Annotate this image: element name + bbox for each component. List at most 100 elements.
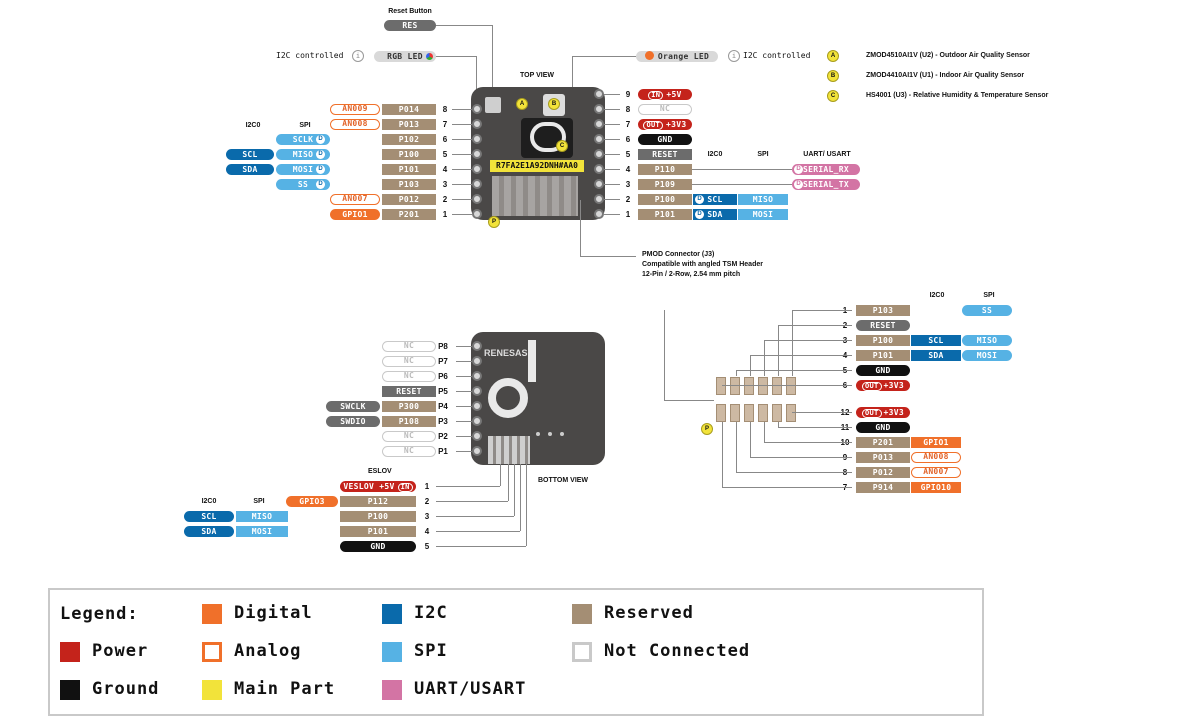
- pmod-spi-header: SPI: [983, 292, 995, 299]
- pin-label: NC: [382, 371, 436, 382]
- pin-number: P5: [438, 387, 448, 396]
- pmod-label: OUT+3V3: [856, 380, 910, 391]
- debug-label: SWDIO: [326, 416, 380, 427]
- pin-number: 7: [625, 120, 631, 129]
- d-marker: D: [316, 180, 325, 189]
- renesas-logo: RENESAS: [484, 348, 528, 358]
- legend-label: Reserved: [604, 603, 694, 623]
- pmod-label: P013: [856, 452, 910, 463]
- i2c-label: SCL: [911, 335, 961, 346]
- legend-swatch: [382, 604, 402, 624]
- pin-number: P8: [438, 342, 448, 351]
- pin-label: RESET: [638, 149, 692, 160]
- sensor-a-marker: A: [516, 98, 528, 110]
- pin-number: 1: [442, 210, 448, 219]
- spi-label: MOSI: [962, 350, 1012, 361]
- legend-swatch: [572, 604, 592, 624]
- port-label: P201: [382, 209, 436, 220]
- power-tag: IN: [648, 91, 664, 100]
- i2c-label: SDA: [226, 164, 274, 175]
- eslov-title: ESLOV: [368, 468, 392, 475]
- pin-number: 4: [625, 165, 631, 174]
- legend-label: UART/USART: [414, 679, 527, 699]
- pin-number: 4: [424, 527, 430, 536]
- pin-number: 2: [424, 497, 430, 506]
- pin-label: P108: [382, 416, 436, 427]
- rgb-color-icon: [426, 53, 433, 60]
- pin-number: 6: [442, 135, 448, 144]
- top-right-spi-header: SPI: [757, 151, 769, 158]
- top-right-uart-header: UART/ USART: [803, 151, 851, 158]
- debug-label: SWCLK: [326, 401, 380, 412]
- legend-label: Not Connected: [604, 641, 751, 661]
- power-tag: OUT: [861, 382, 882, 391]
- spi-label: SCLK: [276, 134, 330, 145]
- pin-number: 9: [625, 90, 631, 99]
- eslov-spi-header: SPI: [253, 498, 265, 505]
- i2c-label: SDA: [693, 209, 737, 220]
- pmod-label: P101: [856, 350, 910, 361]
- i2c-label: SDA: [911, 350, 961, 361]
- pin-number: 8: [442, 105, 448, 114]
- pin-label: NC: [382, 356, 436, 367]
- pmod-label: P103: [856, 305, 910, 316]
- reset-button-title: Reset Button: [388, 8, 432, 15]
- pin-label: OUT+3V3: [638, 119, 692, 130]
- port-label: P100: [382, 149, 436, 160]
- pmod-i2c-header: I2C0: [929, 292, 945, 299]
- pin-label: RESET: [382, 386, 436, 397]
- uart-label: SERIAL_RX: [792, 164, 860, 175]
- d-marker: D: [695, 210, 704, 219]
- orange-led-pill: Orange LED: [636, 51, 718, 62]
- power-label: +3V3: [883, 408, 904, 417]
- pin-number: 1: [424, 482, 430, 491]
- pin-number: 2: [442, 195, 448, 204]
- pin-number: 1: [625, 210, 631, 219]
- pin-number: 4: [442, 165, 448, 174]
- info-icon: i: [728, 50, 740, 62]
- pin-number: 3: [442, 180, 448, 189]
- power-tag: OUT: [643, 121, 664, 130]
- eslov-label: GND: [340, 541, 416, 552]
- sensor-text: ZMOD4510AI1V (U2) - Outdoor Air Quality …: [866, 52, 1030, 59]
- reset-button-pill: RES: [384, 20, 436, 31]
- d-marker: D: [316, 135, 325, 144]
- d-marker: D: [695, 195, 704, 204]
- analog-label: AN007: [330, 194, 380, 205]
- pmod-label: P201: [856, 437, 910, 448]
- spi-label: SS: [962, 305, 1012, 316]
- chip-label: R7FA2E1A92DNH#AA0: [490, 160, 584, 172]
- d-marker: D: [316, 165, 325, 174]
- pin-number: 8: [625, 105, 631, 114]
- digital-label: GPIO1: [911, 437, 961, 448]
- d-marker: D: [794, 180, 803, 189]
- i2c-label: SCL: [693, 194, 737, 205]
- digital-label: GPIO10: [911, 482, 961, 493]
- spi-label: MOSI: [738, 209, 788, 220]
- power-label: VESLOV +5V: [343, 482, 395, 491]
- pin-label: P109: [638, 179, 692, 190]
- eslov-label: P112: [340, 496, 416, 507]
- power-label: +3V3: [666, 120, 687, 129]
- pin-number: P7: [438, 357, 448, 366]
- pin-number: P6: [438, 372, 448, 381]
- legend-label: Ground: [92, 679, 160, 699]
- port-label: P014: [382, 104, 436, 115]
- pmod-label: OUT+3V3: [856, 407, 910, 418]
- port-label: P102: [382, 134, 436, 145]
- pin-number: 3: [424, 512, 430, 521]
- pmod-label: P914: [856, 482, 910, 493]
- legend-label: Power: [92, 641, 149, 661]
- pin-number: P1: [438, 447, 448, 456]
- pin-number: 6: [625, 135, 631, 144]
- analog-label: AN008: [911, 452, 961, 463]
- pin-number: 5: [625, 150, 631, 159]
- orange-led-suffix: I2C controlled: [743, 51, 811, 60]
- sensor-tag-icon: B: [827, 70, 839, 82]
- pin-number: 2: [625, 195, 631, 204]
- port-label: P012: [382, 194, 436, 205]
- spi-label: SS: [276, 179, 330, 190]
- sensor-text: HS4001 (U3) - Relative Humidity & Temper…: [866, 92, 1049, 99]
